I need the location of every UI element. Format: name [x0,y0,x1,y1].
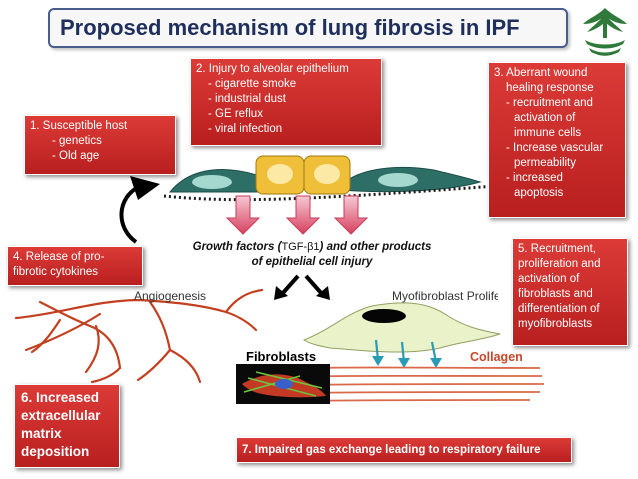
box-line: activation of [514,112,576,124]
box-line: proliferation and [518,258,601,270]
arrow-to-myofibroblast-icon [304,274,324,296]
alveolar-epithelium [163,155,497,202]
university-seal-icon [583,8,627,56]
box-gas-exchange: 7. Impaired gas exchange leading to resp… [236,437,572,463]
box-line: healing response [506,82,594,94]
arrow-head-icon [130,176,160,200]
box-profibrotic-cytokines: 4. Release of pro- fibrotic cytokines [7,246,143,286]
down-arrow-icon [285,195,321,235]
collagen-label: Collagen [470,350,523,364]
box-line: 4. Release of pro- [13,251,105,263]
box-line: myofibroblasts [518,318,593,330]
release-arrows [225,195,369,235]
secretion-arrow-icon [372,356,384,366]
box-line: activation of [518,273,580,285]
box-line: - Increase vascular [506,142,604,154]
page-title: Proposed mechanism of lung fibrosis in I… [48,8,568,48]
epithelial-nucleus [192,175,232,189]
box-alveolar-injury: 2. Injury to alveolar epithelium - cigar… [190,58,382,146]
box-line: apoptosis [514,187,564,199]
box-line: permeability [514,157,576,169]
box-line: 6. Increased [21,390,100,405]
box-fibroblast-recruitment: 5. Recruitment, proliferation and activa… [512,238,628,346]
tgf-label: TGF-β1 [281,241,320,253]
box-line: differentiation of [518,303,600,315]
fibroblast-micrograph [236,364,330,404]
box-line: fibrotic cytokines [13,266,99,278]
myofibroblast-label: Myofibroblast Proliferation [392,289,498,303]
secretion-arrow-icon [430,358,442,368]
box-extracellular-matrix: 6. Increased extracellular matrix deposi… [14,384,120,468]
arrow-to-angiogenesis-icon [280,274,300,296]
fibroblasts-label: Fibroblasts [246,349,317,364]
box-line: 5. Recruitment, [518,243,596,255]
box-line: fibroblasts and [518,288,593,300]
box-line: 7. Impaired gas exchange leading to resp… [242,444,541,456]
down-arrow-icon [225,195,261,235]
box-line: - cigarette smoke [208,78,297,90]
box-line: 2. Injury to alveolar epithelium [196,63,349,75]
box-line: - GE reflux [208,108,263,120]
box-susceptible-host: 1. Susceptible host - genetics - Old age [24,115,176,175]
down-arrow-icon [333,195,369,235]
growth-factors-text: ) and other products of epithelial cell … [251,241,432,268]
box-line: matrix [21,426,62,441]
box-line: - increased [506,172,563,184]
myofibroblast-cell [302,302,501,368]
box-line: - Old age [52,150,100,162]
growth-factors-label: Growth factors (TGF-β1) and other produc… [192,240,432,270]
box-line: extracellular [21,408,101,423]
myofibroblast-nucleus [362,309,406,323]
box-line: 3. Aberrant wound [494,67,588,79]
feedback-arrow [119,176,160,244]
growth-factors-text: Growth factors ( [192,241,282,253]
box-line: - industrial dust [208,93,286,105]
box-line: immune cells [514,127,582,139]
box-line: deposition [21,444,90,459]
secretion-arrow-icon [398,358,410,368]
box-line: - genetics [52,135,102,147]
epithelial-nucleus [378,173,418,187]
angiogenesis-vessels [14,288,264,384]
box-line: - recruitment and [506,97,593,109]
box-line: - viral infection [208,123,283,135]
angiogenesis-label: Angiogenesis [134,289,207,303]
box-aberrant-wound-healing: 3. Aberrant wound healing response - rec… [488,62,626,218]
box-line: 1. Susceptible host [30,120,128,132]
